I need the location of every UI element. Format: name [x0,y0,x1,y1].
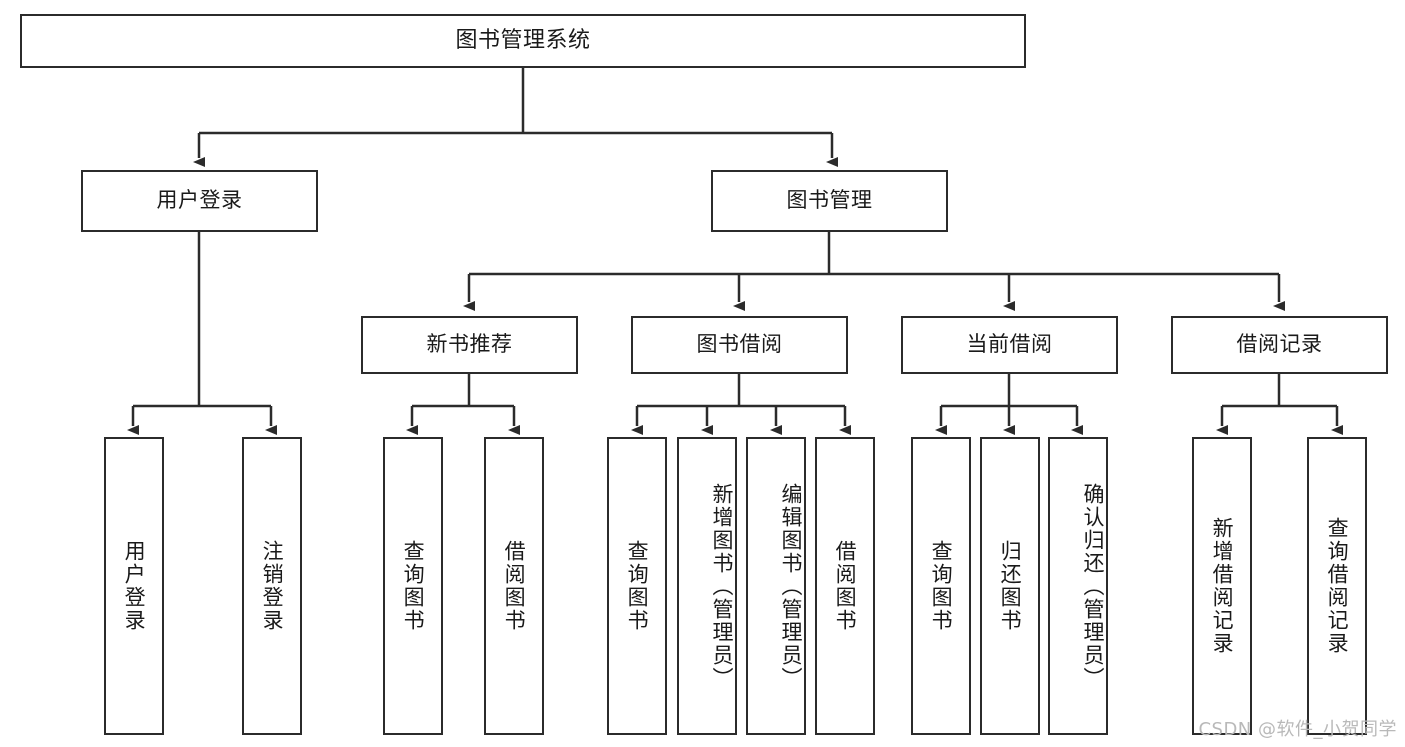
node-book-borrow[interactable]: 图书借阅 [631,316,848,374]
node-current-borrow-label: 当前借阅 [966,332,1053,357]
node-leaf-query-record[interactable]: 查询借阅记录 [1307,437,1367,735]
node-leaf-add-book-label: 新增图书（管理员） [710,482,734,690]
node-new-book-rec-label: 新书推荐 [426,332,513,357]
node-current-borrow[interactable]: 当前借阅 [901,316,1118,374]
node-user-login-label: 用户登录 [156,188,243,213]
node-book-manage-label: 图书管理 [786,188,873,213]
node-book-borrow-label: 图书借阅 [696,332,783,357]
node-leaf-user-logout-label: 注销登录 [260,540,285,632]
node-new-book-rec[interactable]: 新书推荐 [361,316,578,374]
node-leaf-add-book[interactable]: 新增图书（管理员） [677,437,737,735]
node-leaf-edit-book-label: 编辑图书（管理员） [779,482,803,690]
node-leaf-query-book-3-label: 查询图书 [929,540,954,632]
node-book-manage[interactable]: 图书管理 [711,170,948,232]
node-leaf-query-book-2-label: 查询图书 [625,540,650,632]
node-leaf-user-login-label: 用户登录 [122,540,147,632]
node-leaf-return-book-label: 归还图书 [998,540,1023,632]
node-leaf-user-logout[interactable]: 注销登录 [242,437,302,735]
node-leaf-query-book-2[interactable]: 查询图书 [607,437,667,735]
node-leaf-query-book-3[interactable]: 查询图书 [911,437,971,735]
node-leaf-confirm-return[interactable]: 确认归还（管理员） [1048,437,1108,735]
watermark-text: CSDN @软件_小贺同学 [1198,719,1397,740]
node-leaf-borrow-book-1-label: 借阅图书 [502,540,527,632]
node-leaf-borrow-book-2-label: 借阅图书 [833,540,858,632]
node-leaf-confirm-return-label: 确认归还（管理员） [1081,482,1105,690]
node-leaf-query-record-label: 查询借阅记录 [1325,517,1350,655]
node-leaf-borrow-book-2[interactable]: 借阅图书 [815,437,875,735]
node-borrow-record-label: 借阅记录 [1236,332,1323,357]
node-leaf-add-record[interactable]: 新增借阅记录 [1192,437,1252,735]
node-leaf-query-book-1-label: 查询图书 [401,540,426,632]
node-borrow-record[interactable]: 借阅记录 [1171,316,1388,374]
node-leaf-user-login[interactable]: 用户登录 [104,437,164,735]
node-root[interactable]: 图书管理系统 [20,14,1026,68]
node-leaf-return-book[interactable]: 归还图书 [980,437,1040,735]
node-user-login[interactable]: 用户登录 [81,170,318,232]
node-leaf-query-book-1[interactable]: 查询图书 [383,437,443,735]
node-leaf-edit-book[interactable]: 编辑图书（管理员） [746,437,806,735]
node-leaf-borrow-book-1[interactable]: 借阅图书 [484,437,544,735]
node-root-label: 图书管理系统 [455,27,591,53]
node-leaf-add-record-label: 新增借阅记录 [1210,517,1235,655]
